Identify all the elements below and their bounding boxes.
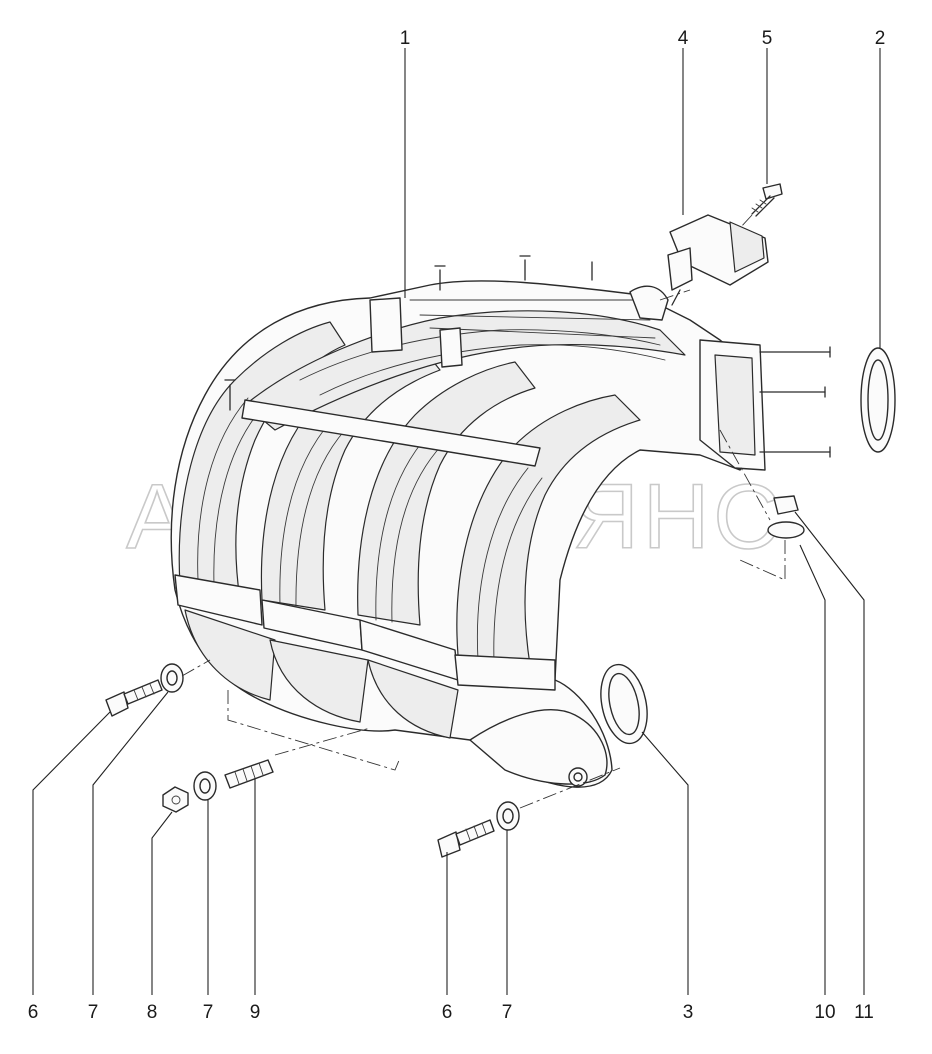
pressure-sensor <box>667 214 769 306</box>
callout-10: 10 <box>814 1002 835 1023</box>
nut-left <box>162 786 189 813</box>
leader-11 <box>794 511 865 995</box>
callout-6-right: 6 <box>442 1002 453 1023</box>
leader-10 <box>799 544 826 995</box>
callout-7-right: 7 <box>502 1002 513 1023</box>
callout-8: 8 <box>147 1002 158 1023</box>
nut-and-washer <box>767 495 805 539</box>
callout-2: 2 <box>875 28 886 49</box>
callout-11: 11 <box>854 1002 874 1023</box>
leader-lines <box>32 48 881 995</box>
callout-1: 1 <box>400 28 411 49</box>
fastener-bolt-left <box>105 679 163 717</box>
callout-7-left: 7 <box>88 1002 99 1023</box>
washer-left-lower <box>193 771 217 801</box>
leader-8 <box>151 811 173 995</box>
callout-4: 4 <box>678 28 689 49</box>
fastener-bolt-right <box>437 819 495 858</box>
assembly-guide-lines <box>181 214 786 809</box>
washer-left-upper <box>160 663 184 693</box>
flange-gasket-ring <box>600 663 648 745</box>
callout-7-middle: 7 <box>203 1002 214 1023</box>
stud-left <box>224 759 274 789</box>
leader-6a <box>32 711 111 995</box>
intake-manifold <box>170 255 831 788</box>
sensor-screw <box>751 183 783 217</box>
throttle-gasket-ring <box>860 347 896 453</box>
callout-9: 9 <box>250 1002 261 1023</box>
leader-3 <box>641 731 689 995</box>
leader-7a <box>92 691 169 995</box>
washer-right <box>496 801 520 831</box>
callout-3: 3 <box>683 1002 694 1023</box>
callout-6-left: 6 <box>28 1002 39 1023</box>
callout-5: 5 <box>762 28 773 49</box>
callout-numbers: 1 4 5 2 6 7 8 7 9 6 7 3 10 11 <box>28 28 886 1023</box>
